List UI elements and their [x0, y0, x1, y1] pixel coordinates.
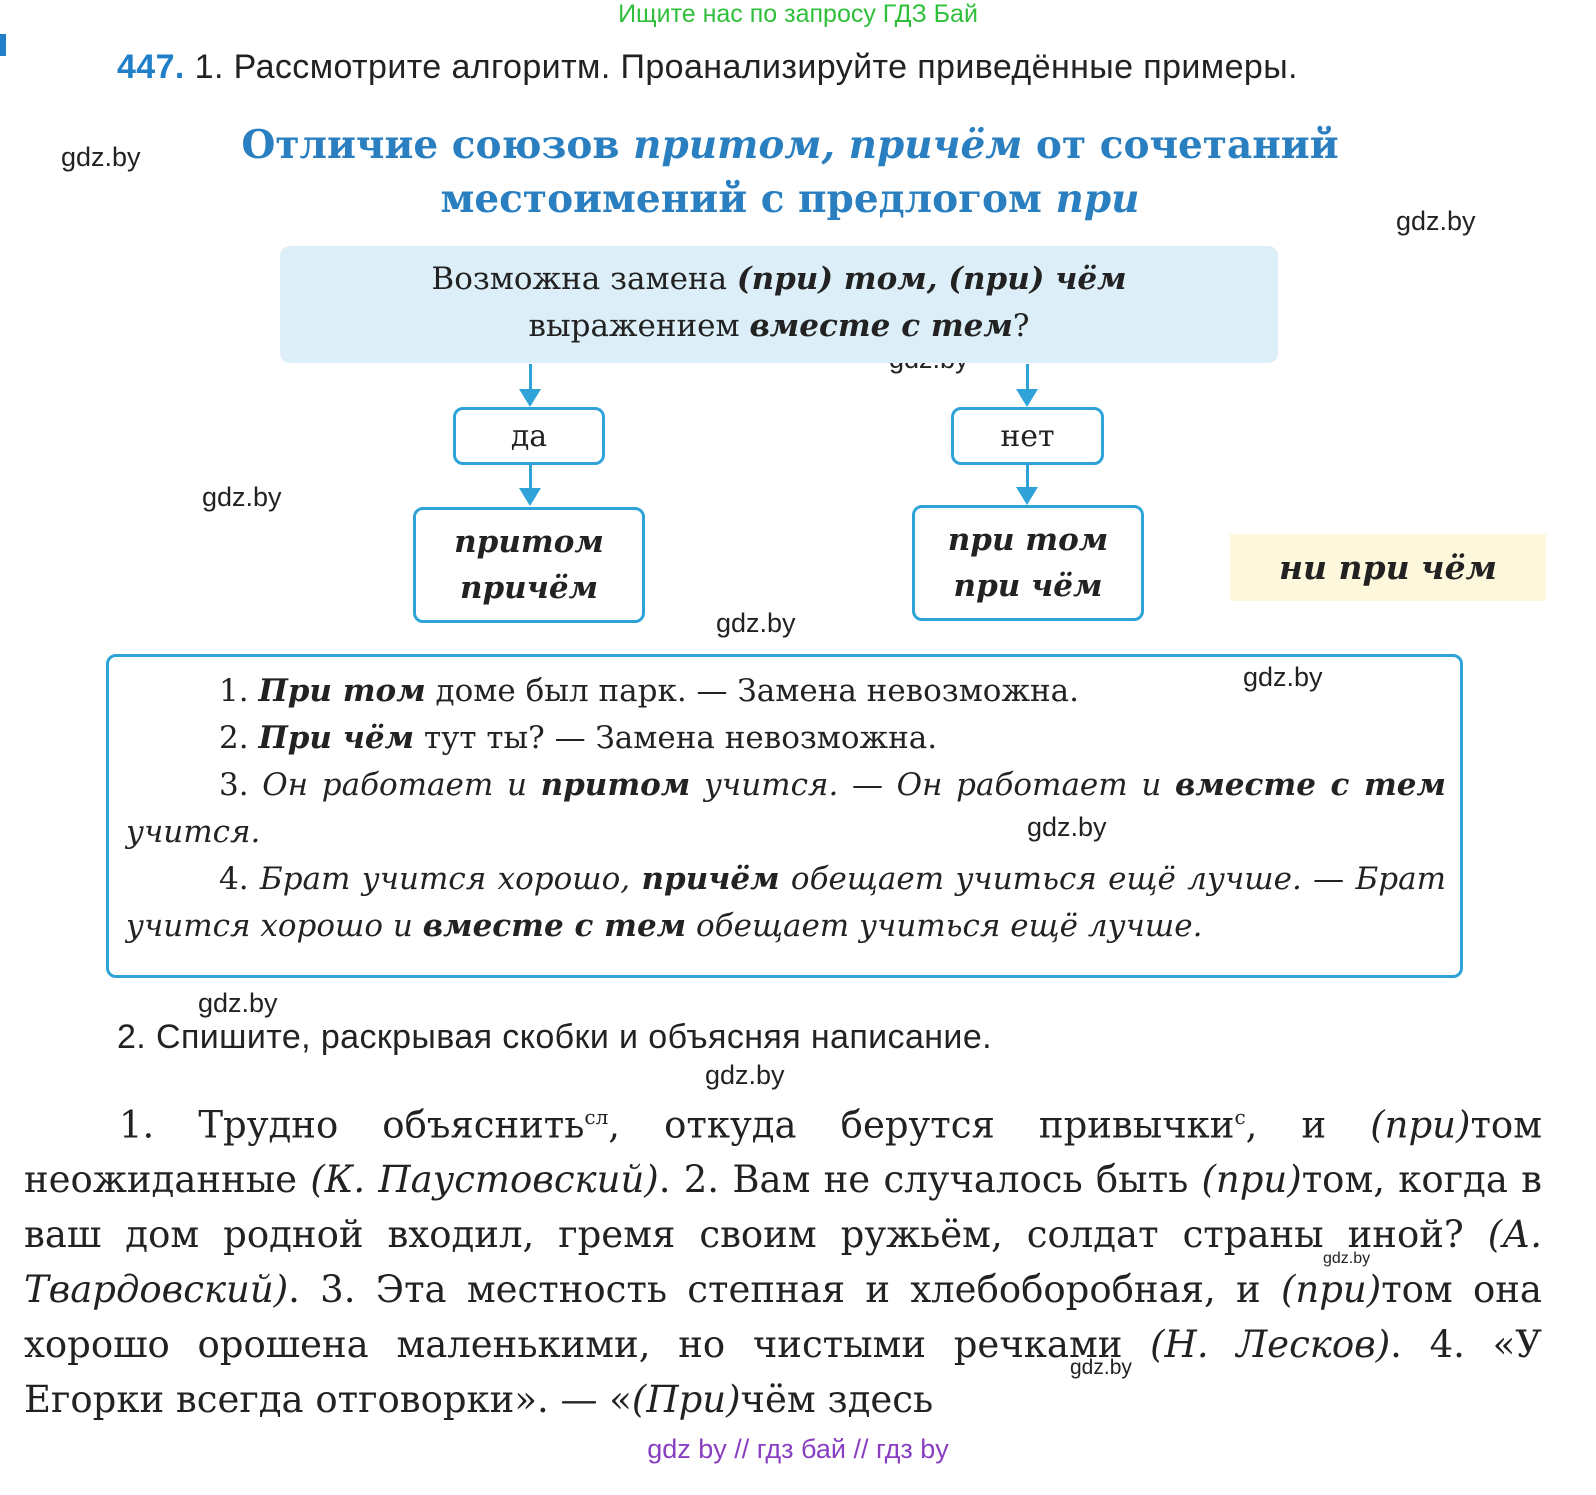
question-part: выражением — [528, 308, 750, 344]
pronoun-combinations-box: при том при чём — [912, 505, 1144, 621]
rule-title-part: местоимений с предлогом — [440, 176, 1056, 222]
ni-pri-chyom-text: ни при чём — [1278, 548, 1498, 587]
combination-pri-chyom: при чём — [953, 568, 1103, 604]
question-part: Возможна замена — [431, 261, 737, 297]
arrow-line — [529, 465, 532, 489]
question-mark: ? — [1012, 308, 1030, 344]
combination-pri-tom: при том — [947, 522, 1109, 558]
example-4: 4. Брат учится хорошо, причём обещает уч… — [126, 861, 1446, 944]
watermark: gdz.by — [1243, 662, 1323, 692]
yes-box: да — [453, 407, 605, 465]
task-instruction-1: 447. 1. Рассмотрите алгоритм. Проанализи… — [117, 48, 1298, 87]
example-3: 3. Он работает и притом учится. — Он раб… — [126, 767, 1446, 850]
question-expression: вместе с тем — [749, 308, 1013, 344]
watermark: gdz.by — [1027, 812, 1107, 842]
no-label: нет — [1000, 418, 1055, 454]
arrow-down-icon — [1016, 487, 1038, 505]
watermark: gdz.by — [716, 608, 796, 638]
conjunction-prichyom: причём — [459, 570, 599, 606]
rule-title-part: от сочетаний — [1022, 122, 1339, 168]
exercise-paragraph: 1. Трудно объяснитьсл, откуда берутся пр… — [24, 1103, 1542, 1422]
conjunctions-box: притом причём — [413, 507, 645, 623]
watermark: gdz.by — [1070, 1356, 1132, 1379]
rule-title-conjunctions: притом, причём — [633, 122, 1023, 168]
conjunction-pritom: притом — [454, 524, 604, 560]
question-text: Возможна замена (при) том, (при) чём выр… — [280, 256, 1278, 350]
no-box: нет — [951, 407, 1104, 465]
top-banner: Ищите нас по запросу ГДЗ Бай — [618, 0, 978, 28]
rule-title: Отличие союзов притом, причём от сочетан… — [160, 118, 1420, 226]
task-number: 447. — [117, 48, 185, 86]
examples-list: 1. При том доме был парк. — Замена невоз… — [126, 668, 1446, 950]
examples-box — [106, 654, 1463, 978]
page-edge-marker — [0, 34, 6, 56]
task-instruction-2: 2. Спишите, раскрывая скобки и объясняя … — [117, 1018, 992, 1056]
arrow-line — [529, 364, 532, 390]
ni-pri-chyom-note: ни при чём — [1230, 534, 1546, 601]
yes-label: да — [510, 418, 548, 454]
question-words: (при) том, (при) чём — [736, 261, 1127, 297]
rule-title-preposition: при — [1055, 176, 1140, 222]
watermark: gdz.by — [705, 1060, 785, 1090]
watermark: gdz.by — [61, 142, 141, 172]
arrow-line — [1026, 364, 1029, 390]
arrow-down-icon — [1016, 389, 1038, 407]
arrow-down-icon — [519, 389, 541, 407]
question-box — [280, 246, 1278, 363]
example-2: 2. При чём тут ты? — Замена невозможна. — [219, 720, 938, 756]
watermark: gdz.by — [202, 482, 282, 512]
arrow-down-icon — [519, 488, 541, 506]
arrow-line — [1026, 465, 1029, 488]
exercise-text: 1. Трудно объяснитьсл, откуда берутся пр… — [24, 1090, 1542, 1427]
watermark: gdz.by — [1323, 1250, 1371, 1267]
watermark: gdz.by — [1396, 206, 1476, 236]
rule-title-part: Отличие союзов — [241, 122, 634, 168]
example-1: 1. При том доме был парк. — Замена невоз… — [219, 673, 1079, 709]
task-instruction-text: 1. Рассмотрите алгоритм. Проанализируйте… — [194, 48, 1298, 86]
bottom-banner: gdz by // гдз бай // гдз by — [647, 1434, 949, 1464]
watermark: gdz.by — [198, 988, 278, 1018]
